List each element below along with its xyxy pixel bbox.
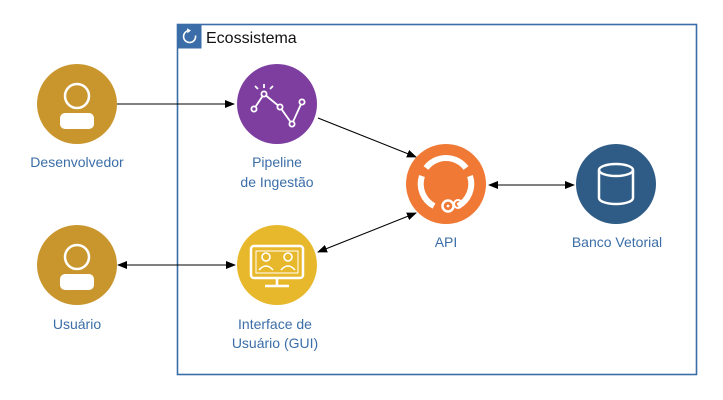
vectordb-label: Banco Vetorial bbox=[572, 234, 662, 250]
node-developer[interactable]: Desenvolvedor bbox=[30, 64, 124, 170]
edge-gui-api bbox=[317, 212, 417, 253]
line-chart-icon bbox=[250, 84, 306, 128]
node-gui[interactable]: Interface de Usuário (GUI) bbox=[232, 225, 318, 351]
connections bbox=[117, 100, 575, 269]
api-label: API bbox=[435, 234, 458, 250]
pipeline-label-line1: Pipeline bbox=[252, 154, 302, 170]
developer-circle bbox=[37, 64, 117, 144]
api-cycle-icon bbox=[417, 155, 475, 213]
user-label: Usuário bbox=[53, 316, 101, 332]
developer-label: Desenvolvedor bbox=[30, 154, 124, 170]
monitor-icon bbox=[249, 244, 305, 288]
gui-circle bbox=[237, 225, 317, 305]
pipeline-label-line2: de Ingestão bbox=[240, 174, 313, 190]
node-vector-db[interactable]: Banco Vetorial bbox=[572, 144, 662, 250]
ecosystem-group: Ecossistema bbox=[176, 23, 698, 376]
ecosystem-border bbox=[176, 23, 698, 376]
node-api[interactable]: API bbox=[406, 144, 486, 250]
node-user[interactable]: Usuário bbox=[37, 225, 117, 332]
refresh-icon bbox=[177, 24, 202, 49]
node-pipeline[interactable]: Pipeline de Ingestão bbox=[237, 64, 317, 190]
gui-label-line2: Usuário (GUI) bbox=[232, 335, 318, 351]
user-icon bbox=[60, 243, 94, 290]
vectordb-circle bbox=[576, 144, 656, 224]
gui-label-line1: Interface de bbox=[238, 316, 312, 332]
database-icon bbox=[597, 162, 635, 206]
ecosystem-title: Ecossistema bbox=[206, 30, 297, 47]
user-circle bbox=[37, 225, 117, 305]
user-icon bbox=[60, 82, 94, 129]
edge-pipeline-api bbox=[317, 117, 417, 158]
